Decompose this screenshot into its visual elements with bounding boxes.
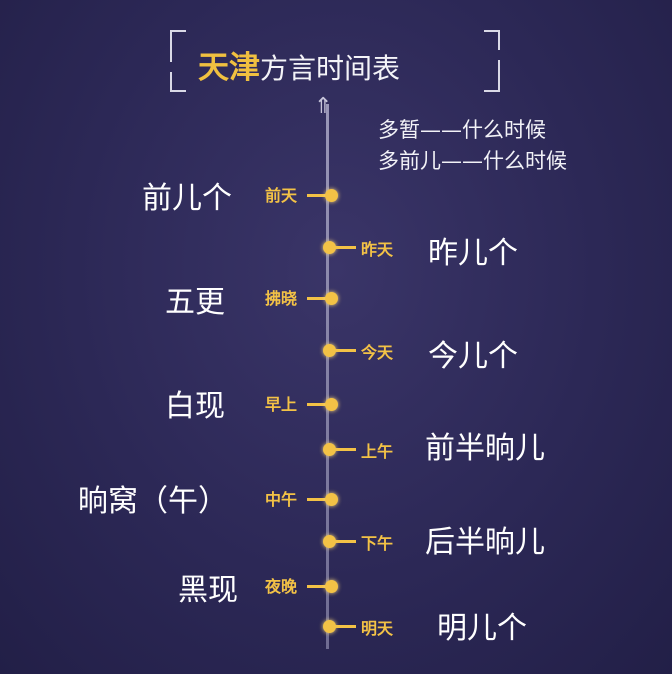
right-connector: [330, 448, 356, 451]
left-connector: [307, 498, 327, 501]
left-standard-label: 中午: [265, 490, 298, 509]
right-dialect-label: 昨儿个: [428, 236, 518, 271]
right-connector: [330, 540, 356, 543]
title-bracket-top-right: [484, 30, 500, 50]
left-standard-label: 拂晓: [265, 289, 298, 308]
right-standard-label: 今天: [361, 343, 394, 362]
right-standard-label: 明天: [361, 619, 394, 638]
timeline-dot: [323, 241, 336, 254]
left-dialect-label: 五更: [165, 285, 225, 320]
left-connector: [307, 403, 327, 406]
right-connector: [330, 625, 356, 628]
left-dialect-label: 黑现: [178, 573, 238, 608]
left-standard-label: 早上: [265, 395, 298, 414]
timeline-axis: [326, 104, 329, 649]
note-1: 多暂——什么时候: [378, 118, 546, 142]
right-standard-label: 下午: [361, 534, 394, 553]
axis-arrow-up-icon: ⇑: [314, 94, 333, 119]
right-dialect-label: 明儿个: [437, 611, 527, 646]
right-dialect-label: 前半晌儿: [425, 431, 545, 466]
title-bracket-bottom-right: [484, 60, 500, 92]
left-dialect-label: 白现: [165, 389, 225, 424]
right-connector: [330, 349, 356, 352]
left-dialect-label: 晌窝（午）: [78, 484, 228, 519]
timeline-dot: [325, 292, 338, 305]
left-connector: [307, 585, 327, 588]
title-rest: 方言时间表: [260, 52, 401, 85]
title-bracket-bottom-left: [170, 72, 186, 92]
timeline-dot: [325, 580, 338, 593]
right-connector: [330, 246, 356, 249]
timeline-dot: [325, 493, 338, 506]
timeline-dot: [323, 344, 336, 357]
right-dialect-label: 后半晌儿: [425, 525, 545, 560]
timeline-dot: [323, 620, 336, 633]
title-highlight: 天津: [198, 50, 260, 86]
timeline-dot: [325, 398, 338, 411]
timeline-dot: [323, 443, 336, 456]
left-dialect-label: 前儿个: [142, 181, 232, 216]
right-standard-label: 上午: [361, 442, 394, 461]
right-dialect-label: 今儿个: [428, 339, 518, 374]
note-2: 多前儿——什么时候: [378, 149, 567, 173]
left-connector: [307, 297, 327, 300]
right-standard-label: 昨天: [361, 240, 394, 259]
left-standard-label: 前天: [265, 186, 298, 205]
timeline-dot: [325, 189, 338, 202]
left-standard-label: 夜晚: [265, 577, 298, 596]
timeline-dot: [323, 535, 336, 548]
title-frame: 天津方言时间表: [170, 30, 500, 92]
left-connector: [307, 194, 327, 197]
title-bracket-top-left: [170, 30, 186, 62]
page-title: 天津方言时间表: [198, 42, 400, 87]
